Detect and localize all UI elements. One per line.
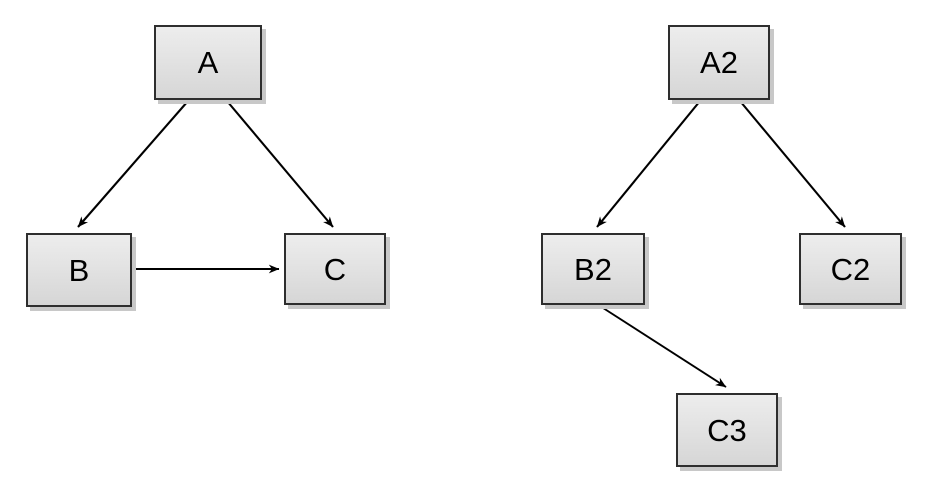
node-C-label: C [323, 251, 347, 287]
node-A-label: A [197, 45, 219, 80]
node-B2[interactable]: B2 [541, 233, 645, 305]
node-C2[interactable]: C2 [799, 233, 902, 305]
edge-A-to-B [77, 100, 189, 228]
edge-B2-to-C3 [599, 305, 727, 388]
node-C3-label: C3 [707, 412, 747, 448]
node-A2-label: A2 [700, 45, 738, 80]
node-A2[interactable]: A2 [668, 25, 770, 100]
node-A[interactable]: A [154, 25, 262, 100]
node-C3[interactable]: C3 [676, 393, 778, 467]
node-C[interactable]: C [284, 233, 386, 305]
node-B2-label: B2 [574, 251, 612, 287]
node-C2-label: C2 [830, 251, 871, 287]
edge-A2-to-C2 [739, 100, 846, 228]
edge-A2-to-B2 [596, 100, 701, 228]
node-B-label: B [68, 252, 90, 288]
edge-A-to-C [226, 100, 334, 228]
node-B[interactable]: B [26, 233, 132, 307]
